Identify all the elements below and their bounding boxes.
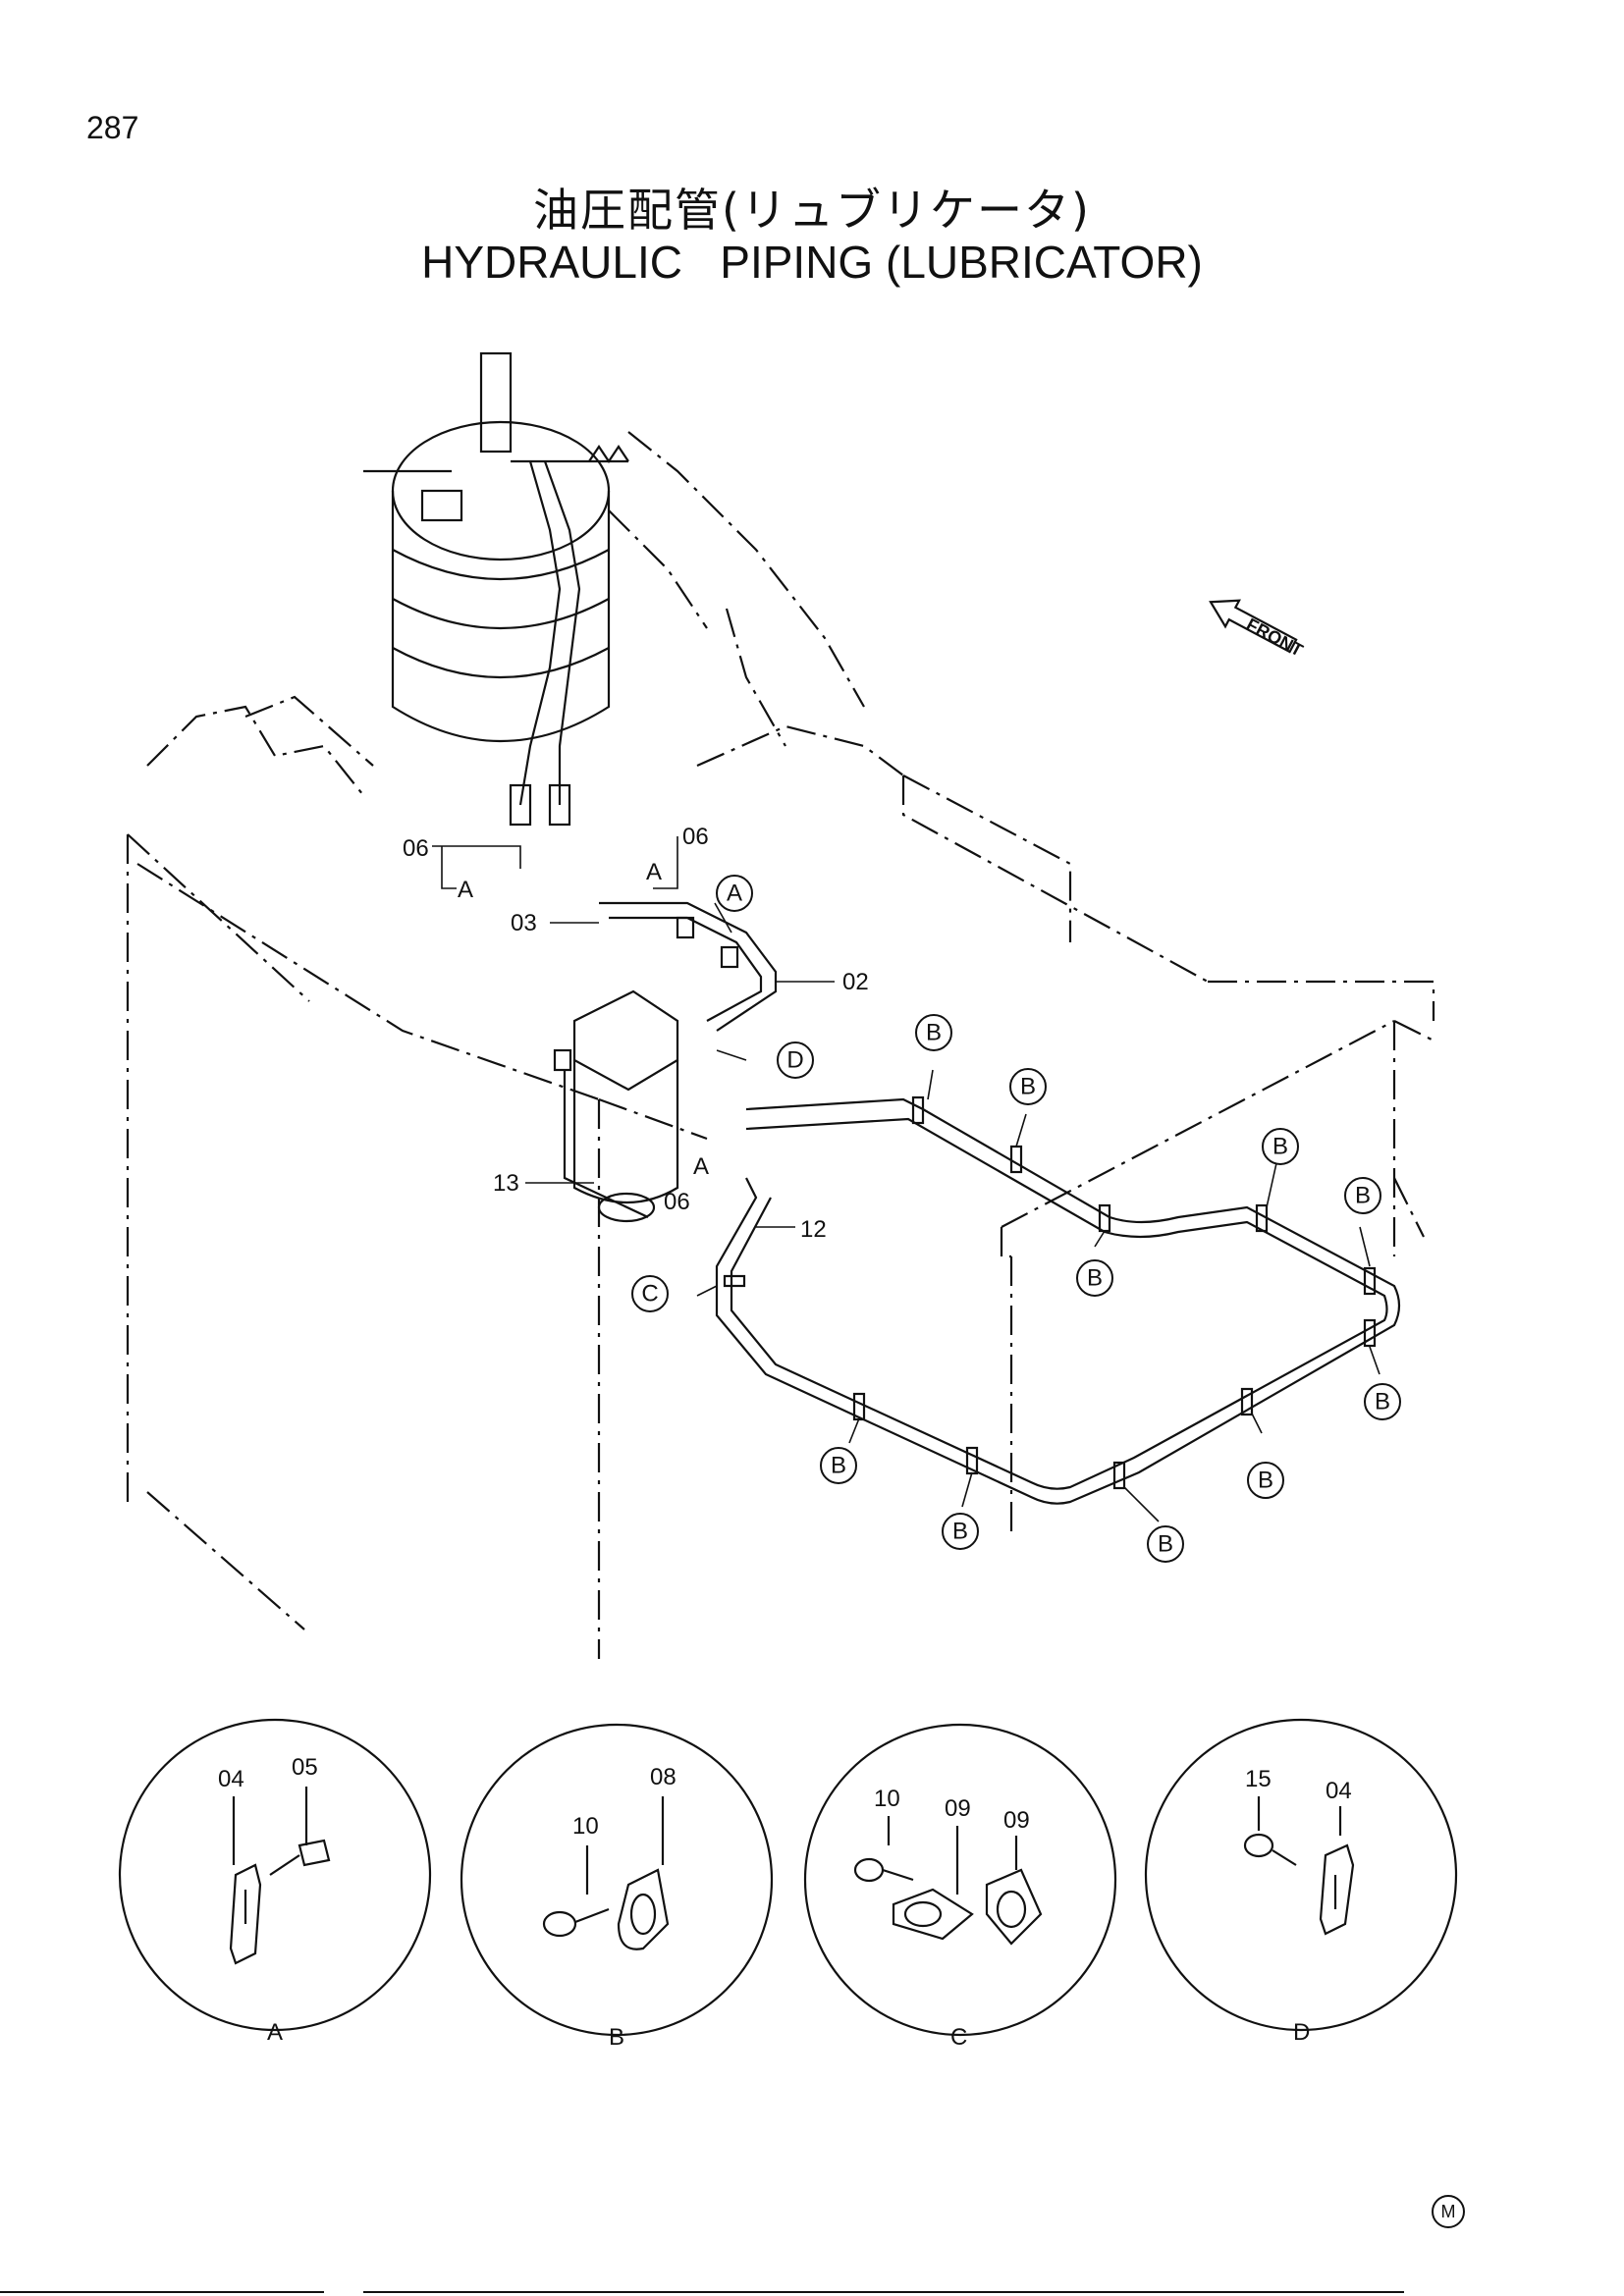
- callout-b-5: B: [1087, 1265, 1103, 1292]
- label-a-left: A: [458, 877, 473, 903]
- label-06-left: 06: [403, 835, 429, 862]
- pipe-12-main: [715, 1097, 1401, 1505]
- label-12: 12: [800, 1216, 827, 1243]
- machine-body-outline: [126, 431, 1435, 1659]
- callout-b-4: B: [1355, 1183, 1371, 1209]
- callout-b-6: B: [1375, 1389, 1390, 1415]
- pipe-02: [599, 901, 778, 1032]
- valve-block: [553, 989, 679, 1223]
- callout-b-1: B: [926, 1020, 942, 1046]
- callout-c: C: [641, 1281, 658, 1308]
- label-02: 02: [842, 969, 869, 995]
- detail-c-parts: [853, 1816, 1043, 1946]
- detail-circle-b: [460, 1723, 774, 2037]
- detail-b-part-2: 08: [650, 1764, 677, 1790]
- detail-a-letter: A: [267, 2019, 283, 2046]
- lubricator-tank: [363, 351, 629, 743]
- page-number: 287: [86, 110, 139, 145]
- detail-b-part-1: 10: [572, 1813, 599, 1840]
- front-arrow: [1209, 599, 1298, 654]
- detail-a-part-2: 05: [292, 1754, 318, 1781]
- detail-c-part-2: 09: [945, 1795, 971, 1822]
- callout-a: A: [727, 881, 742, 907]
- label-a-right: A: [646, 859, 662, 885]
- title-english: HYDRAULIC PIPING (LUBRICATOR): [421, 237, 1203, 288]
- callout-d: D: [786, 1047, 803, 1074]
- title-japanese: 油圧配管(リュブリケータ): [533, 184, 1091, 237]
- bottom-rule-left: [0, 2291, 324, 2293]
- detail-d-parts: [1243, 1796, 1355, 1936]
- label-13: 13: [493, 1170, 519, 1197]
- callout-b-2: B: [1020, 1074, 1036, 1100]
- detail-c-part-3: 09: [1003, 1807, 1030, 1834]
- label-06-right: 06: [682, 824, 709, 850]
- label-a-lower: A: [693, 1153, 709, 1180]
- bottom-rule-right: [363, 2291, 1404, 2293]
- detail-a-part-1: 04: [218, 1766, 244, 1792]
- detail-circle-a: [118, 1718, 432, 2032]
- detail-c-letter: C: [950, 2024, 967, 2051]
- detail-c-part-1: 10: [874, 1786, 900, 1812]
- front-label: FRONT: [1243, 614, 1306, 661]
- detail-d-letter: D: [1293, 2019, 1310, 2046]
- callout-b-10: B: [831, 1453, 846, 1479]
- detail-circle-c: [803, 1723, 1117, 2037]
- tank-hoses: [509, 460, 581, 827]
- leader-lines: [432, 836, 1380, 1522]
- label-06-lower: 06: [664, 1189, 690, 1215]
- corner-mark: M: [1432, 2195, 1465, 2228]
- detail-a-parts: [229, 1787, 331, 1965]
- detail-b-letter: B: [609, 2024, 624, 2051]
- callout-b-8: B: [1158, 1531, 1173, 1558]
- callout-b-9: B: [952, 1519, 968, 1545]
- label-03: 03: [511, 910, 537, 936]
- detail-circle-d: [1144, 1718, 1458, 2032]
- callout-b-7: B: [1258, 1468, 1273, 1494]
- detail-d-part-2: 04: [1326, 1778, 1352, 1804]
- detail-b-parts: [542, 1796, 670, 1950]
- detail-d-part-1: 15: [1245, 1766, 1272, 1792]
- callout-b-3: B: [1272, 1134, 1288, 1160]
